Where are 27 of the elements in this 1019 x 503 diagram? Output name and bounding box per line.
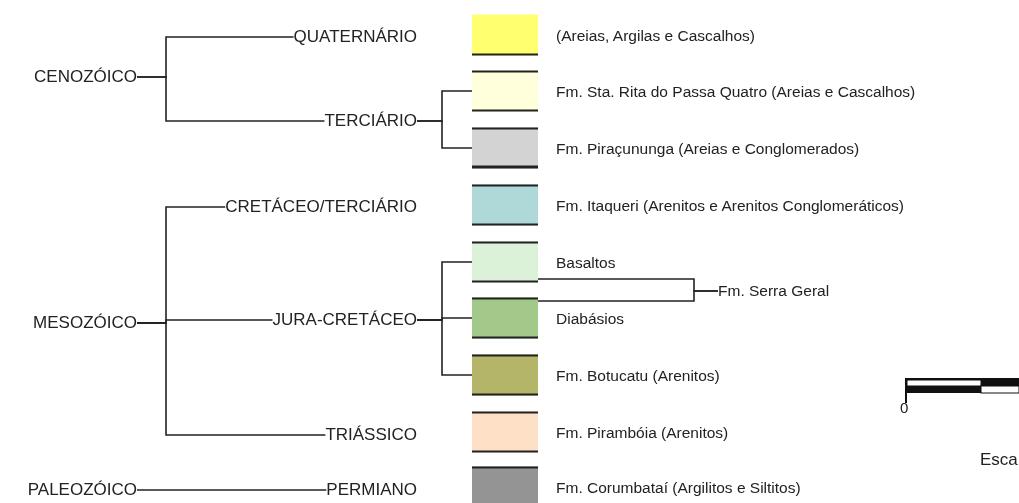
connector-line — [136, 322, 327, 436]
connector-line — [136, 76, 326, 122]
connector-line — [416, 120, 473, 149]
unit-description: Basaltos — [556, 253, 616, 271]
connector-line — [136, 489, 328, 491]
period-label: CRETÁCEO/TERCIÁRIO — [225, 197, 417, 216]
period-label: QUATERNÁRIO — [293, 27, 417, 46]
unit-description: Fm. Botucatu (Arenitos) — [556, 366, 720, 384]
period-label: PALEOZÓICO — [27, 480, 137, 499]
period-label: JURA-CRETÁCEO — [272, 310, 417, 329]
unit-description: (Areias, Argilas e Cascalhos) — [556, 26, 755, 44]
period-label: TRIÁSSICO — [325, 425, 417, 444]
period-label: TERCIÁRIO — [324, 111, 417, 130]
connector-line — [416, 319, 473, 376]
formation-label: Fm. Serra Geral — [718, 282, 830, 299]
unit-description: Fm. Sta. Rita do Passa Quatro (Areias e Cascalhos) — [556, 82, 916, 100]
unit-description: Fm. Pirambóia (Arenitos) — [556, 423, 729, 441]
unit-description: Fm. Corumbataí (Argilitos e Siltitos) — [556, 478, 801, 496]
connector-line — [537, 290, 719, 302]
scale-number: 0 — [900, 399, 909, 416]
unit-description: Diabásios — [556, 309, 625, 327]
period-label: CENOZÓICO — [34, 67, 137, 86]
unit-description: Fm. Piraçununga (Areias e Conglomerados) — [556, 139, 860, 157]
period-label: MESOZÓICO — [33, 313, 137, 332]
scale-caption: Esca — [980, 450, 1018, 470]
unit-description: Fm. Itaqueri (Arenitos e Arenitos Conglomeráticos) — [556, 196, 905, 214]
period-label: PERMIANO — [326, 480, 417, 499]
